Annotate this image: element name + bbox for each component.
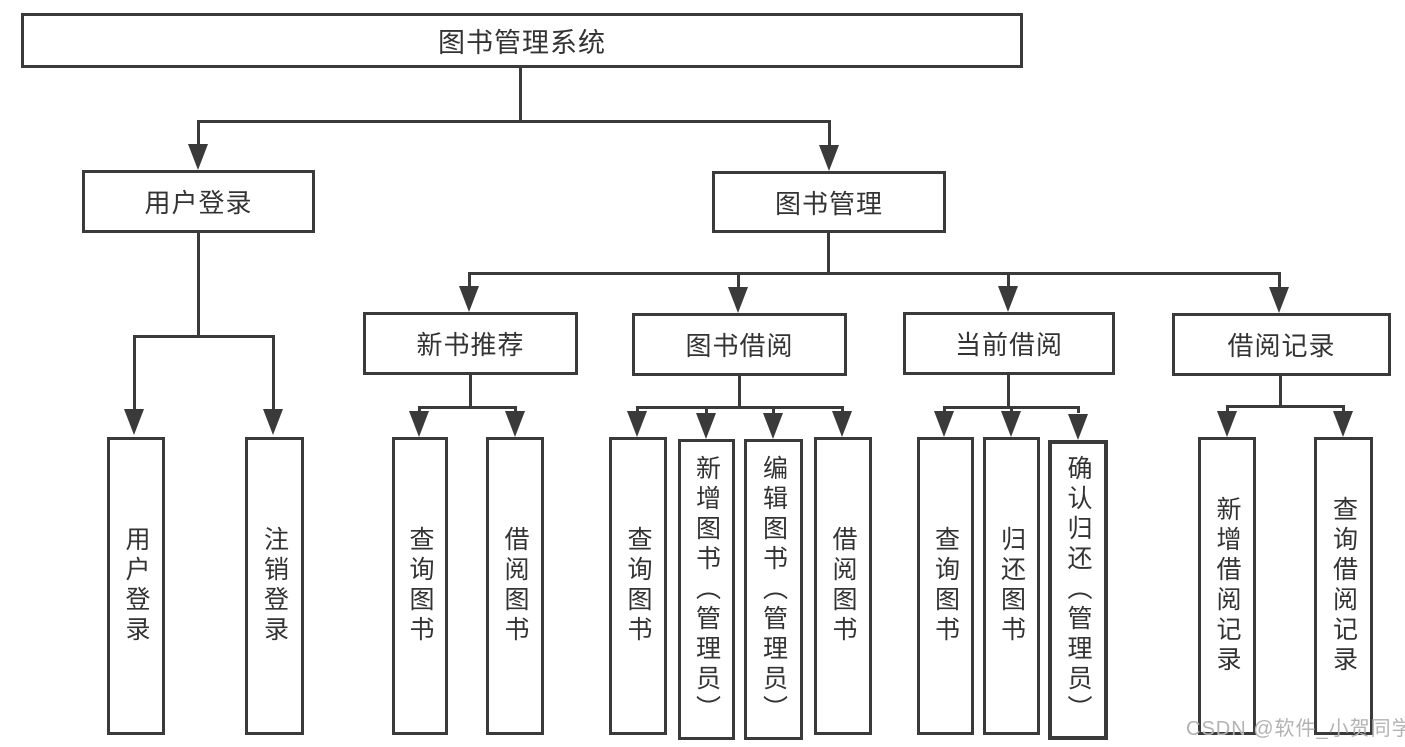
connector-line bbox=[738, 374, 741, 408]
leaf-node-user-login: 用户登录 bbox=[107, 437, 165, 735]
arrowhead bbox=[763, 413, 783, 439]
connector-line bbox=[418, 406, 421, 413]
node-borrowing-records: 借阅记录 bbox=[1172, 313, 1391, 376]
connector-line bbox=[133, 335, 275, 338]
node-new-book-recommend: 新书推荐 bbox=[363, 312, 578, 375]
connector-line bbox=[197, 120, 200, 146]
arrowhead bbox=[1333, 411, 1353, 437]
leaf-node-borrowing-borrow-books: 借阅图书 bbox=[814, 437, 872, 735]
connector-line bbox=[133, 335, 136, 411]
leaf-node-borrowing-edit-books-admin: 编辑图书（管理员） bbox=[744, 439, 803, 740]
connector-line bbox=[1342, 405, 1345, 413]
connector-line bbox=[1077, 406, 1080, 413]
connector-line bbox=[519, 66, 522, 122]
connector-line bbox=[1007, 272, 1010, 288]
connector-line bbox=[468, 272, 1281, 275]
leaf-node-logout: 注销登录 bbox=[245, 437, 304, 735]
arrowhead bbox=[1068, 414, 1088, 440]
arrowhead bbox=[409, 411, 429, 437]
connector-line bbox=[1279, 374, 1282, 407]
connector-line bbox=[1226, 405, 1229, 413]
connector-line bbox=[1226, 405, 1344, 408]
connector-line bbox=[828, 120, 831, 146]
connector-line bbox=[705, 406, 708, 413]
arrowhead bbox=[627, 411, 647, 437]
arrowhead bbox=[263, 409, 283, 435]
connector-line bbox=[1010, 406, 1013, 413]
arrowhead bbox=[505, 411, 525, 437]
arrowhead bbox=[1001, 411, 1021, 437]
leaf-node-records-add-record: 新增借阅记录 bbox=[1198, 437, 1256, 735]
arrowhead bbox=[832, 411, 852, 437]
arrowhead bbox=[696, 413, 716, 439]
leaf-node-current-confirm-return-admin: 确认归还（管理员） bbox=[1048, 440, 1108, 740]
connector-line bbox=[772, 406, 775, 413]
leaf-node-current-query-books: 查询图书 bbox=[917, 437, 974, 735]
arrowhead bbox=[728, 287, 748, 313]
arrowhead bbox=[1269, 287, 1289, 313]
arrowhead bbox=[124, 409, 144, 435]
connector-line bbox=[841, 406, 844, 413]
connector-line bbox=[197, 120, 831, 123]
csdn-watermark: CSDN @软件_小贺同学 bbox=[1186, 718, 1405, 740]
arrowhead bbox=[998, 286, 1018, 312]
connector-line bbox=[197, 231, 200, 337]
connector-line bbox=[636, 406, 844, 409]
connector-line bbox=[418, 406, 517, 409]
connector-line bbox=[737, 272, 740, 288]
arrowhead bbox=[188, 144, 208, 170]
node-user-login-group: 用户登录 bbox=[82, 170, 315, 233]
connector-line bbox=[272, 335, 275, 411]
arrowhead bbox=[459, 286, 479, 312]
node-book-management-system: 图书管理系统 bbox=[21, 13, 1023, 68]
connector-line bbox=[943, 406, 946, 413]
connector-line bbox=[636, 406, 639, 413]
leaf-node-current-return-books: 归还图书 bbox=[983, 437, 1040, 735]
connector-line bbox=[469, 373, 472, 409]
connector-line bbox=[1007, 374, 1010, 408]
leaf-node-records-query-record: 查询借阅记录 bbox=[1314, 437, 1373, 735]
leaf-node-borrowing-add-books-admin: 新增图书（管理员） bbox=[678, 439, 735, 740]
arrowhead bbox=[819, 145, 839, 171]
leaf-node-newbook-query-books: 查询图书 bbox=[392, 437, 448, 735]
arrowhead bbox=[934, 411, 954, 437]
connector-line bbox=[514, 406, 517, 413]
connector-line bbox=[1278, 272, 1281, 288]
node-book-borrowing: 图书借阅 bbox=[632, 313, 847, 376]
leaf-node-newbook-borrow-books: 借阅图书 bbox=[486, 437, 544, 735]
node-current-borrowing: 当前借阅 bbox=[903, 312, 1115, 375]
connector-line bbox=[827, 231, 830, 274]
leaf-node-borrowing-query-books: 查询图书 bbox=[609, 437, 667, 735]
arrowhead bbox=[1217, 411, 1237, 437]
node-book-management: 图书管理 bbox=[712, 171, 946, 233]
connector-line bbox=[468, 272, 471, 288]
